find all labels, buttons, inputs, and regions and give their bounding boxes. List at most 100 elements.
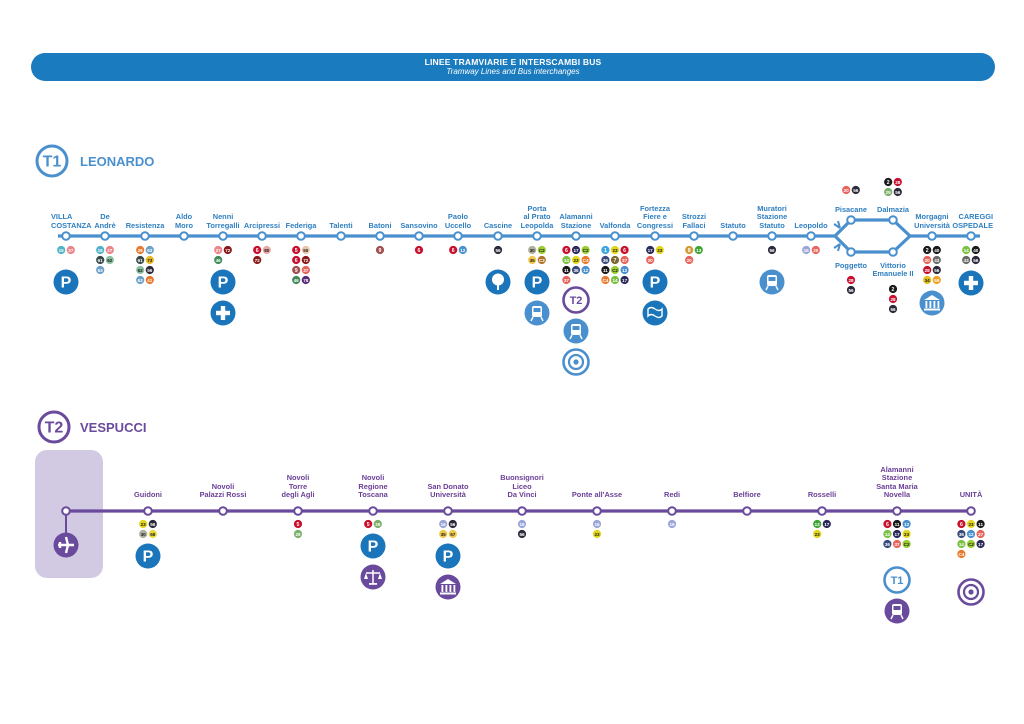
svg-text:43: 43	[964, 258, 970, 263]
t2-line-badge: T2	[37, 410, 71, 444]
svg-text:P: P	[650, 275, 661, 292]
t2-stop-dot-9	[742, 506, 752, 516]
t1-stop-dot-25	[966, 231, 976, 241]
svg-text:C2: C2	[968, 542, 974, 547]
bus-badge-t1-14-11: 17	[620, 275, 629, 285]
bus-badge-t1-14-10: 14	[610, 275, 620, 285]
t1-stop-dot-17	[728, 231, 738, 241]
t1-stop-label-17: Statuto	[720, 220, 746, 230]
t1-stop-dot-16	[689, 231, 699, 241]
svg-text:20: 20	[925, 258, 931, 263]
bus-badge-t2-11-1: 11	[892, 519, 902, 529]
svg-text:17: 17	[648, 248, 654, 253]
bus-badge-t2-1-2: 30	[139, 529, 148, 539]
bus-badge-t2-12-5: 37	[976, 529, 985, 539]
t1-loop-track	[832, 218, 913, 254]
svg-text:2: 2	[926, 248, 929, 254]
svg-text:P: P	[368, 539, 379, 556]
bus-badge-t1-5-0: 6	[253, 245, 262, 255]
t2-stop-dot-11	[892, 506, 902, 516]
svg-text:57: 57	[450, 532, 456, 537]
bus-badge-t2-7-0: 16	[592, 519, 602, 529]
svg-text:56: 56	[769, 248, 775, 253]
svg-text:56: 56	[495, 248, 501, 253]
svg-text:P: P	[61, 275, 72, 292]
bus-badge-t1-24-7: 59	[932, 275, 941, 285]
t1-stop-dot-9	[414, 231, 424, 241]
bus-badge-t2-11-4: 17	[892, 529, 902, 539]
svg-text:C4: C4	[958, 552, 964, 557]
bus-badge-t1-24-6: 34	[923, 275, 932, 285]
svg-text:46: 46	[294, 278, 300, 283]
airport-icon-t2-0-0	[53, 532, 79, 558]
bus-badge-t1-14-6: 11	[601, 265, 610, 275]
bus-badge-t2-1-3: 68	[148, 529, 157, 539]
bus-badge-t1-24-5: 56	[932, 265, 941, 275]
svg-text:5: 5	[367, 522, 370, 528]
svg-text:63: 63	[147, 248, 153, 253]
svg-text:78: 78	[303, 278, 309, 283]
bus-badge-t1-25-2: 43	[962, 255, 971, 265]
svg-text:41: 41	[147, 278, 153, 283]
svg-text:12: 12	[622, 268, 628, 273]
t1-stop-dot-18	[767, 231, 777, 241]
bus-badge-t2-5-2: 35	[439, 529, 448, 539]
t1-stop-dot-13	[571, 231, 581, 241]
svg-text:11: 11	[603, 268, 608, 273]
bus-badge-t1-11-0: 56	[493, 245, 503, 255]
svg-text:28: 28	[848, 278, 854, 283]
t1-stop-dot-5	[257, 231, 267, 241]
t1-stop-label-7: Talenti	[329, 220, 353, 230]
bus-badge-t2-8-0: 16	[667, 519, 677, 529]
t1-stop-label-8: Batoni	[368, 220, 392, 230]
svg-text:14: 14	[612, 278, 618, 283]
svg-text:63: 63	[138, 278, 144, 283]
svg-text:23: 23	[141, 522, 147, 527]
bus-badge-t1-2-7: 41	[145, 275, 154, 285]
bus-badge-t2-7-1: 23	[592, 529, 602, 539]
bus-badge-t1-21-1: 56	[846, 285, 856, 295]
bus-badge-t1-25-3: 56	[971, 255, 980, 265]
svg-text:62: 62	[107, 258, 113, 263]
svg-text:61: 61	[98, 258, 104, 263]
university-icon-t2-5-1	[435, 574, 461, 600]
target-icon-t1-13-2	[562, 348, 590, 376]
bus-badge-t1-15-2: 20	[646, 255, 655, 265]
bus-badge-t1-6-7: 78	[301, 275, 310, 285]
bus-badge-t2-10-2: 23	[813, 529, 822, 539]
bus-badge-t2-3-1: 29	[293, 529, 303, 539]
t1-stop-label-20: Pisacane	[834, 204, 868, 214]
bus-badge-t2-11-6: 36	[883, 539, 892, 549]
svg-text:56: 56	[147, 268, 153, 273]
svg-text:40: 40	[973, 248, 979, 253]
svg-text:T1: T1	[891, 575, 904, 587]
svg-text:80: 80	[264, 248, 270, 253]
bus-badge-t1-22-0: 2	[884, 177, 893, 187]
svg-text:T2: T2	[570, 295, 583, 307]
bus-badge-t1-13-5: C4	[581, 255, 590, 265]
bus-badge-t1-24-2: 20	[923, 255, 932, 265]
t1-stop-dot-6	[296, 231, 306, 241]
t1-stop-dot-8	[375, 231, 385, 241]
bus-badge-t1-13-8: 12	[581, 265, 590, 275]
t2-stop-dot-6	[517, 506, 527, 516]
svg-text:9: 9	[379, 248, 382, 254]
svg-text:29: 29	[886, 190, 892, 195]
t1-stop-dot-4	[218, 231, 228, 241]
t1-stop-dot-2	[140, 231, 150, 241]
svg-text:6: 6	[418, 248, 421, 254]
bus-badge-t1-0-0: 15	[57, 245, 66, 255]
bus-badge-t1-2-4: 62	[136, 265, 145, 275]
bus-badge-t1-6-4: 9	[292, 265, 301, 275]
svg-text:72: 72	[255, 258, 261, 263]
bus-badge-t1-13-9: 37	[562, 275, 571, 285]
header-title: LINEE TRAMVIARIE E INTERSCAMBI BUS	[424, 57, 602, 67]
bus-badge-t1-2-6: 63	[136, 275, 145, 285]
bus-badge-t1-13-2: C2	[581, 245, 590, 255]
svg-text:37: 37	[564, 278, 570, 283]
